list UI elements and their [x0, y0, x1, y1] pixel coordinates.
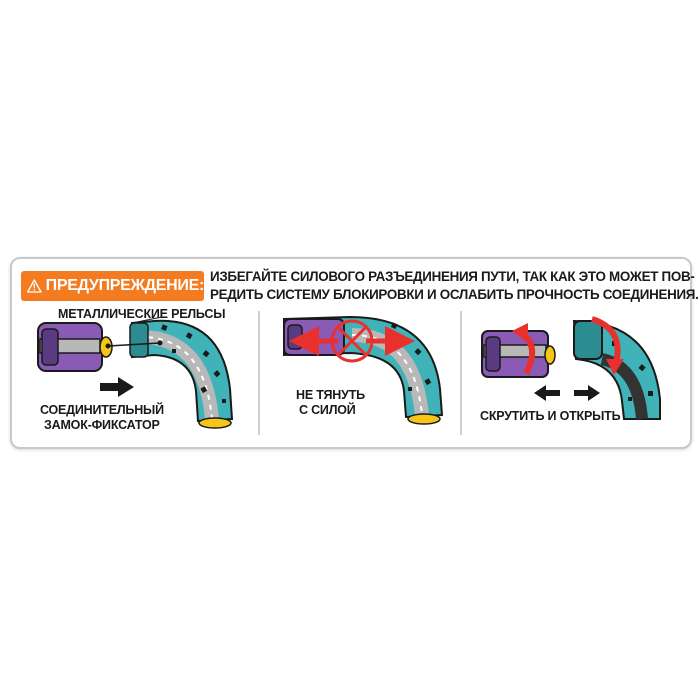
instruction-illustrations [37, 315, 661, 429]
right-arrow-icon [574, 385, 600, 401]
rails-pointer-line [105, 316, 163, 349]
warning-title: ПРЕДУПРЕЖДЕНИЕ: [45, 277, 205, 294]
warning-text-line2: РЕДИТЬ СИСТЕМУ БЛОКИРОВКИ И ОСЛАБИТЬ ПРО… [210, 287, 699, 302]
panel-divider-2 [460, 311, 462, 435]
lock-label-line2: ЗАМОК-ФИКСАТОР [44, 418, 160, 432]
straight-track-piece [37, 322, 113, 372]
warning-badge: ПРЕДУПРЕЖДЕНИЕ: [21, 271, 204, 301]
joined-track-piece [283, 315, 444, 425]
curved-track-piece [129, 319, 234, 429]
panel-divider-1 [258, 311, 260, 435]
lock-label-line1: СОЕДИНИТЕЛЬНЫЙ [40, 403, 164, 417]
prohibited-icon [330, 319, 374, 363]
warning-text-line1: ИЗБЕГАЙТЕ СИЛОВОГО РАЗЪЕДИНЕНИЯ ПУТИ, ТА… [210, 269, 695, 284]
metal-rails-label: МЕТАЛЛИЧЕСКИЕ РЕЛЬСЫ [58, 307, 226, 321]
push-arrow-icon [100, 377, 134, 397]
no-pull-label-line1: НЕ ТЯНУТЬ [296, 388, 365, 402]
twisted-straight-piece [481, 330, 556, 378]
twist-open-label: СКРУТИТЬ И ОТКРЫТЬ [480, 409, 621, 423]
warning-triangle-icon [27, 279, 42, 293]
twist-down-arrow-icon [590, 316, 624, 375]
no-pull-label-line2: С СИЛОЙ [299, 403, 356, 417]
twist-up-arrow-icon [512, 323, 535, 375]
warning-text: ИЗБЕГАЙТЕ СИЛОВОГО РАЗЪЕДИНЕНИЯ ПУТИ, ТА… [210, 268, 699, 304]
left-arrow-icon [534, 385, 560, 401]
warning-card: ПРЕДУПРЕЖДЕНИЕ: ИЗБЕГАЙТЕ СИЛОВОГО РАЗЪЕ… [10, 257, 699, 449]
